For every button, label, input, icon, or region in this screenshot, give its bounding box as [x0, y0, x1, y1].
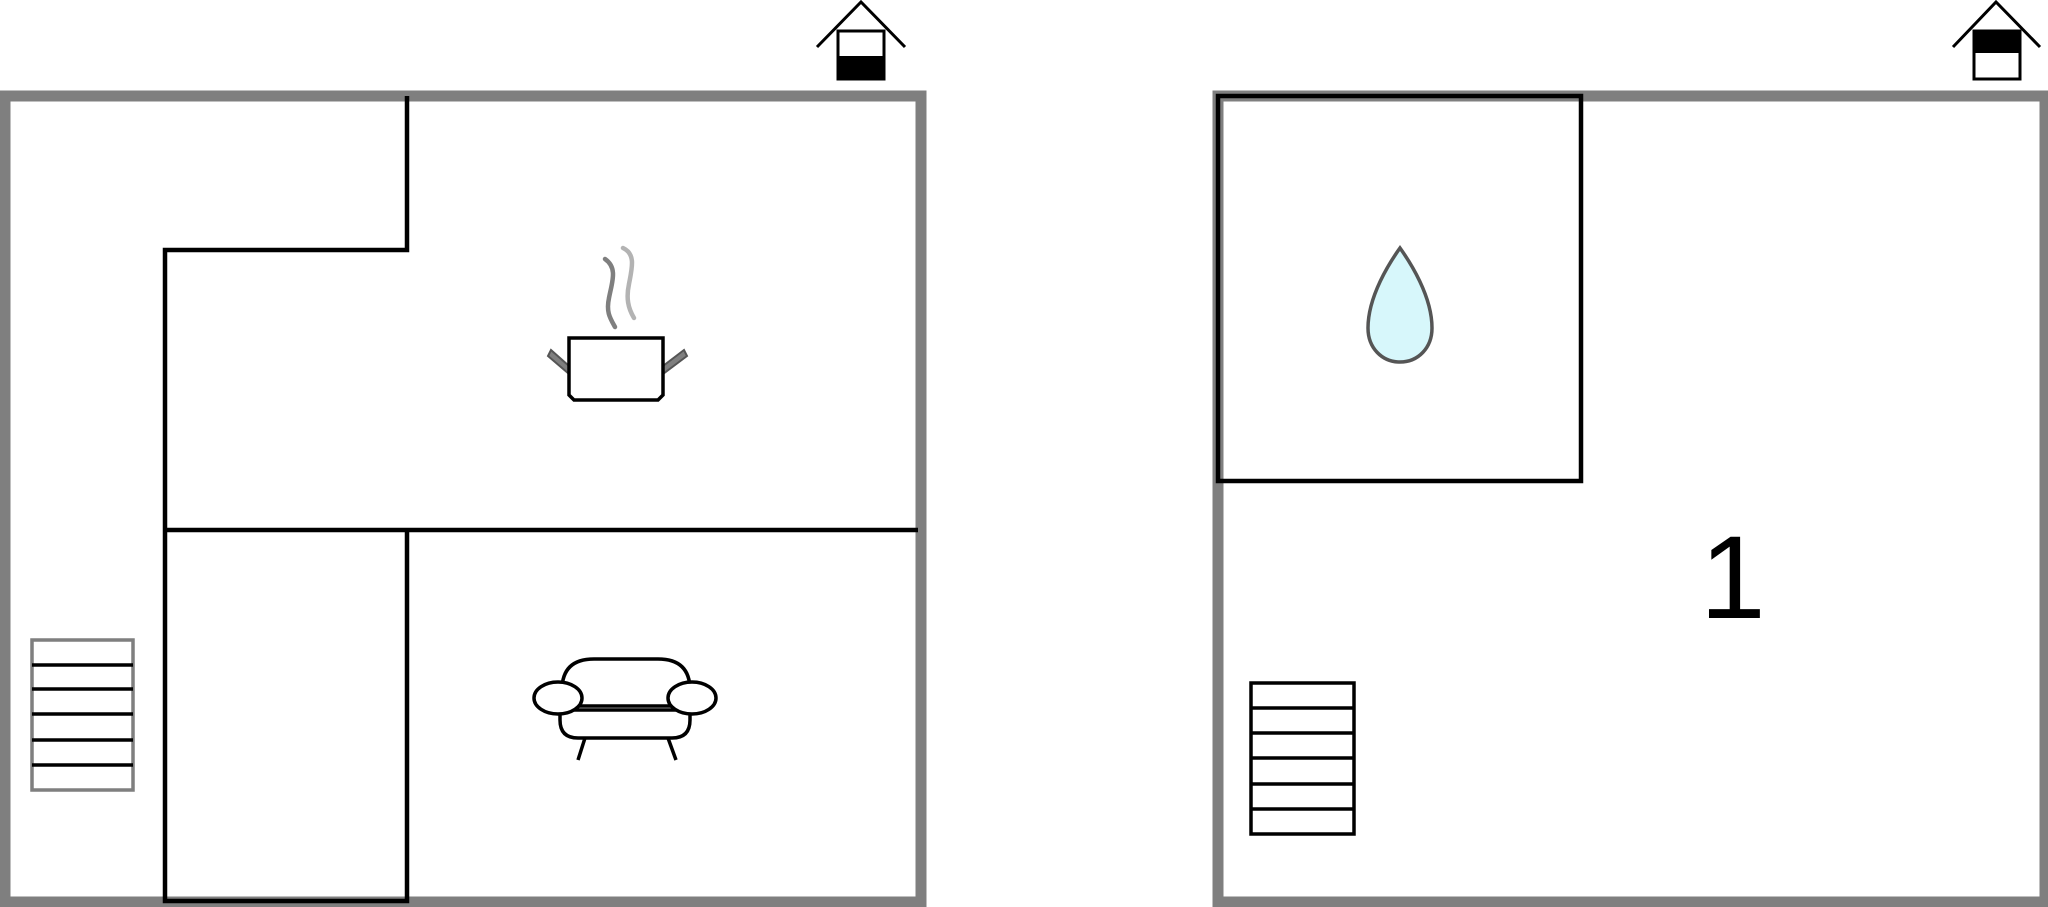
- staircase-icon: [30, 638, 135, 792]
- water-drop-icon: [1366, 244, 1434, 364]
- ground-floor-outer-wall: [0, 90, 927, 907]
- cooking-pot-icon: [546, 245, 689, 402]
- ground-floor-plan: [0, 0, 927, 907]
- upper-floor-indicator-icon: [1951, 0, 2042, 81]
- ground-floor-indicator-icon: [815, 0, 907, 81]
- sofa-icon: [532, 657, 718, 761]
- staircase-icon: [1249, 681, 1356, 836]
- upper-floor-plan: 1: [1212, 0, 2048, 907]
- bathroom-walls: [1215, 93, 1584, 484]
- bedroom-number-label: 1: [1700, 512, 1766, 644]
- upper-floor-outer-wall: [1212, 90, 2048, 907]
- ground-floor-inner-walls: [162, 96, 918, 904]
